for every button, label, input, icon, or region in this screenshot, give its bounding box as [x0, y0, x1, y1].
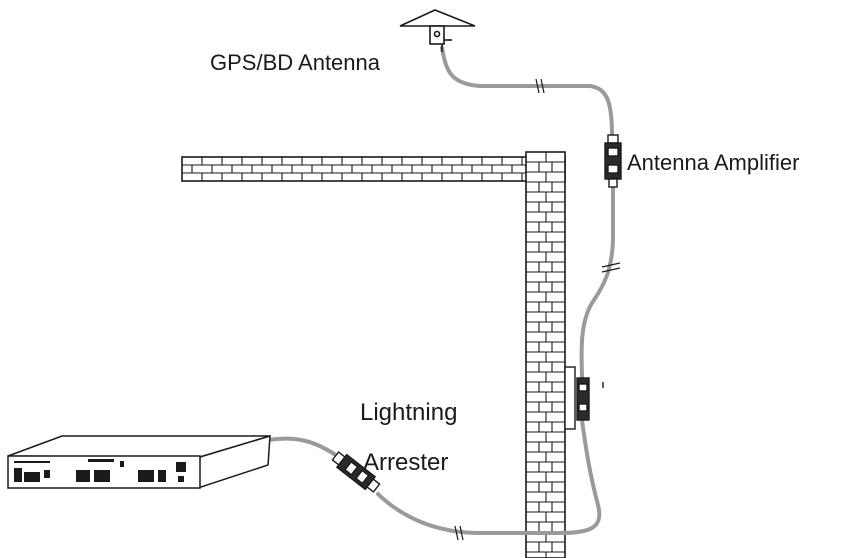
- receiver-unit-icon: [7, 434, 271, 490]
- amplifier-label: Antenna Amplifier: [627, 150, 799, 175]
- antenna-amplifier-icon: [604, 134, 622, 188]
- antenna-label: GPS/BD Antenna: [210, 50, 381, 75]
- vertical-wall-bricks: [526, 152, 565, 558]
- wall-mount-bracket-icon: [564, 366, 604, 430]
- arrester-label-line1: Lightning: [360, 399, 457, 426]
- break-mark-top: [535, 78, 545, 94]
- cable-wall-down-to-floor: [376, 418, 602, 535]
- cable-arrester-to-receiver: [266, 436, 342, 460]
- vertical-wall: [525, 151, 566, 558]
- cable: [266, 46, 615, 535]
- horizontal-wall: [181, 156, 566, 182]
- cable-amplifier-to-wall-mount: [579, 184, 615, 380]
- break-mark-right: [601, 262, 621, 273]
- break-mark-bottom: [454, 525, 464, 541]
- arrester-label-line2: Arrester: [363, 449, 448, 476]
- cable-break-marks: [454, 78, 621, 541]
- gps-antenna-icon: [399, 9, 476, 52]
- cable-antenna-to-amplifier: [440, 46, 614, 137]
- lightning-arrester-icon: [331, 451, 381, 493]
